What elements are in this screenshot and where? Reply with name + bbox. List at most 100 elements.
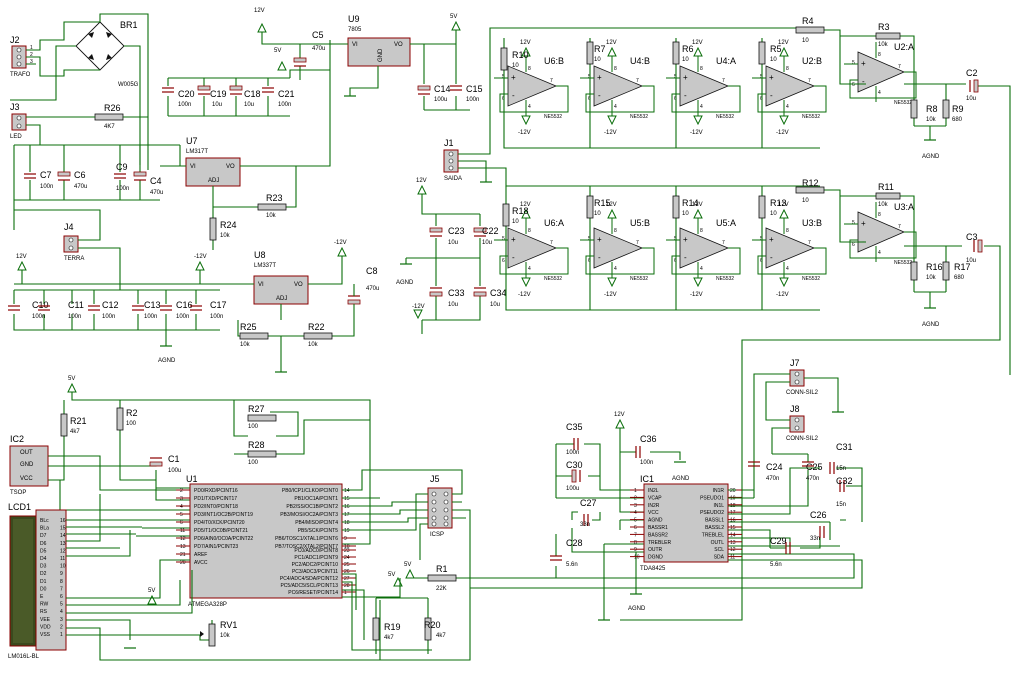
resistor-r26[interactable]: R26 4K7 [94,103,124,130]
capacitor-c16[interactable]: C16 100n [160,300,193,320]
capacitor-c17[interactable]: C17 100n [190,300,227,320]
capacitor-c8[interactable]: C8 470u [347,266,379,305]
resistor-r18[interactable]: R18 10 [502,203,529,227]
resistor-r20[interactable]: R20 4k7 [424,617,446,641]
resistor-r24[interactable]: R24 10k [209,217,237,241]
rail-label: -12V [776,130,789,136]
resistor-r2[interactable]: R2 100 [116,407,138,431]
resistor-r15[interactable]: R15 10 [586,195,611,219]
connector-j2[interactable]: J2 TRAFO 1 2 3 [10,35,33,78]
capacitor-c1[interactable]: C1 100u [149,454,181,474]
capacitor-c35[interactable]: C35 100n [566,422,583,456]
capacitor-c7[interactable]: C7 100n [24,170,53,190]
resistor-r23[interactable]: R23 10k [257,193,287,219]
capacitor-c15[interactable]: C15 100n [450,84,483,103]
resistor-r10[interactable]: R10 10 [500,47,529,71]
pin-num: 28 [344,583,350,589]
resistor-r3[interactable]: R3 10k [875,22,901,48]
capacitor-c26[interactable]: C26 33n [810,510,827,542]
resistor-r22[interactable]: R22 10k [303,322,333,348]
capacitor-c2[interactable]: C2 10u [966,68,979,102]
regulator-u8[interactable]: VI VO ADJ U8 LM337T [253,250,309,305]
resistor-r7[interactable]: R7 10 [586,41,606,65]
resistor-r27[interactable]: R27 100 [247,404,277,430]
capacitor-c34[interactable]: C34 10u [473,287,507,308]
regulator-u9[interactable]: VI VO GND U9 7805 [347,14,411,67]
capacitor-c14[interactable]: C14 100u [417,84,451,103]
resistor-r5[interactable]: R5 10 [758,41,782,65]
icsp-header-j5[interactable]: J5 ICSP [427,474,453,538]
capacitor-c31[interactable]: C31 15n [829,442,853,474]
u7-adj: ADJ [208,178,219,184]
capacitor-c23[interactable]: C23 10u [429,226,465,246]
capacitor-c24[interactable]: C24 470n [748,461,783,482]
capacitor-c36[interactable]: C36 100n [635,434,657,466]
opamp-plus: + [683,73,688,82]
r9-value: 680 [952,117,963,123]
resistor-r4[interactable]: R4 10 [795,16,825,44]
resistor-r9[interactable]: R9 680 [942,99,964,123]
capacitor-c3[interactable]: C3 10u [966,232,983,264]
mcu-u1[interactable]: U1 ATMEGA328P PD0/RXD/PCINT162PD1/TXD/PC… [176,474,356,608]
resistor-r16[interactable]: R16 10k [910,261,943,281]
connector-j7[interactable]: J7 CONN-SIL2 [786,358,819,396]
capacitor-c28[interactable]: C28 5.6n [550,538,583,568]
connector-j4[interactable]: J4 TERRA [63,222,84,262]
capacitor-c32[interactable]: C32 15n [836,476,853,508]
resistor-r17[interactable]: R17 680 [942,261,971,281]
rail-label: 5V [450,14,457,20]
potentiometer-rv1[interactable]: RV1 10k [200,620,237,647]
capacitor-c21[interactable]: C21 100n [262,87,295,108]
audio-processor-ic1[interactable]: IC1 TDA8425 IN2L1VCAP2IN2R3VCC4AGND5BASS… [630,474,742,572]
resistor-r19[interactable]: R19 4k7 [372,617,401,641]
bridge-br1[interactable]: BR1 W005G [75,20,139,88]
capacitor-c27[interactable]: C27 33n [580,498,597,528]
resistor-r14[interactable]: R14 10 [672,195,699,219]
opamp-minus: - [684,91,687,100]
resistor-r1[interactable]: R1 22K [427,564,457,592]
u8-vi: VI [258,282,264,288]
capacitor-c5[interactable]: C5 470u [293,30,325,67]
capacitor-c11[interactable]: C11 100n [38,300,84,320]
capacitor-c13[interactable]: C13 100n [132,300,161,320]
resistor-r12[interactable]: R12 10 [795,178,825,204]
capacitor-c20[interactable]: C20 100n [162,87,195,108]
capacitor-c9[interactable]: C9 100n [114,162,129,192]
resistor-r21[interactable]: R21 4k7 [60,413,87,437]
pin-num: 5 [60,602,63,608]
resistor-r6[interactable]: R6 10 [672,41,694,65]
resistor-r8[interactable]: R8 10k [910,99,938,123]
capacitor-c19[interactable]: C19 10u [197,85,227,108]
capacitor-c22[interactable]: C22 10u [473,226,499,246]
connector-j3[interactable]: J3 LED [10,102,27,140]
capacitor-c25[interactable]: C25 470n [802,461,823,482]
capacitor-c4[interactable]: C4 470u [133,171,163,196]
capacitor-c29[interactable]: C29 5.6n [770,536,791,568]
capacitor-c18[interactable]: C18 10u [229,85,261,108]
ir-receiver-ic2[interactable]: OUT GND VCC IC2 TSOP [9,434,49,496]
opamp-value: NE5532 [894,100,912,106]
resistor-r13[interactable]: R13 10 [758,195,787,219]
regulator-u7[interactable]: VI VO ADJ U7 LM317T [185,136,241,187]
c30-ref: C30 [566,460,583,470]
ground-symbol [275,350,287,373]
connector-j1[interactable]: J1 SAIDA [443,138,462,182]
capacitor-c12[interactable]: C12 100n [88,300,119,320]
capacitor-c6[interactable]: C6 470u [57,170,87,190]
capacitor-c30[interactable]: C30 100u [566,460,583,492]
resistor-r28[interactable]: R28 100 [247,440,277,466]
capacitor-c10[interactable]: C10 100n [8,300,49,320]
resistor-r11[interactable]: R11 10k [875,182,901,208]
connector-j8[interactable]: J8 CONN-SIL2 [786,404,819,442]
capacitor-c33[interactable]: C33 10u [429,287,465,308]
r27-ref: R27 [248,404,265,414]
resistor-r25[interactable]: R25 10k [239,322,269,348]
